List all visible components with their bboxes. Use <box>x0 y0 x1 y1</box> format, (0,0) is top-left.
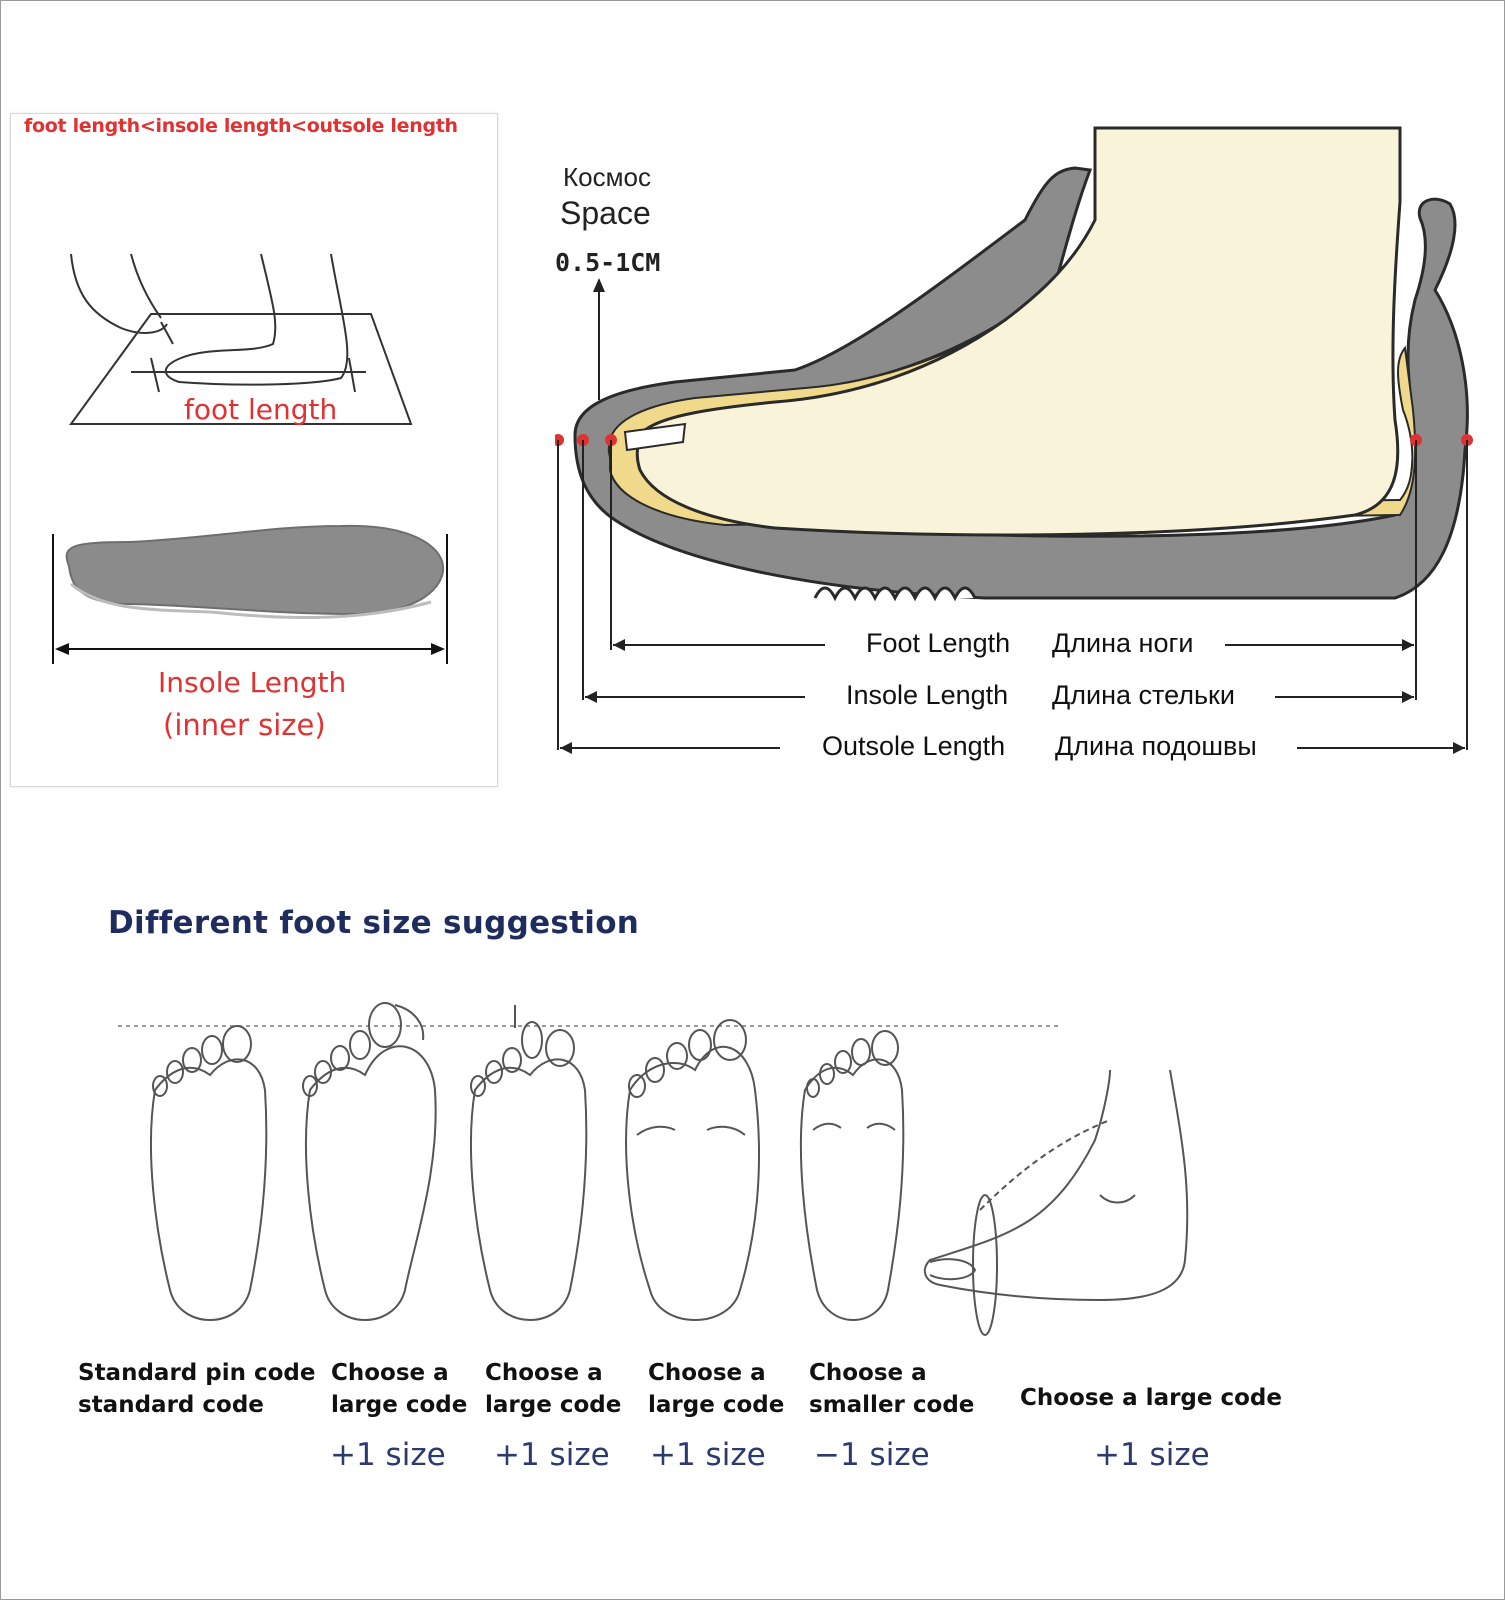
suggestion-title: Different foot size suggestion <box>108 905 640 941</box>
measuring-panel <box>10 113 498 787</box>
foot-long-big-toe <box>302 1002 437 1321</box>
caption-line2: large code <box>648 1392 785 1418</box>
caption-line2: smaller code <box>809 1392 975 1418</box>
foot-long-second-toe <box>469 1005 588 1321</box>
caption-line1: Choose a large code <box>1020 1385 1282 1411</box>
size-delta-2: +1 size <box>494 1437 610 1473</box>
toenail <box>623 422 687 452</box>
caption-line1: Standard pin code <box>78 1360 316 1386</box>
foot-wide <box>625 1019 761 1321</box>
caption-line1: Choose a <box>331 1360 449 1386</box>
space-label-en: Space <box>560 195 651 231</box>
foot-high-instep <box>923 1069 1189 1336</box>
caption-line2: large code <box>485 1392 622 1418</box>
caption-line1: Choose a <box>485 1360 603 1386</box>
caption-large-3: Choose a large code <box>648 1357 784 1421</box>
size-delta-1: +1 size <box>330 1437 446 1473</box>
outsole-front-point <box>555 434 564 446</box>
caption-smaller: Choose a smaller code <box>809 1357 974 1421</box>
length-rule-text: foot length<insole length<outsole length <box>24 115 458 137</box>
foot-standard <box>149 1025 268 1321</box>
size-delta-3: +1 size <box>650 1437 766 1473</box>
foot-outline <box>164 253 349 386</box>
caption-large-instep: Choose a large code <box>1020 1382 1282 1414</box>
foot-length-en: Foot Length <box>866 628 1011 658</box>
hand-pencil <box>70 253 174 345</box>
insole-shape <box>65 524 445 616</box>
shoe-cross-section <box>555 126 1473 754</box>
insole-inner-size-note: (inner size) <box>163 708 326 742</box>
caption-large-1: Choose a large code <box>331 1357 467 1421</box>
insole-length-en: Insole Length <box>846 680 1009 710</box>
outsole-length-en: Outsole Length <box>822 731 1006 761</box>
caption-line1: Choose a <box>809 1360 927 1386</box>
measuring-illustration <box>52 253 448 664</box>
outsole-length-ru: Длина подошвы <box>1055 731 1257 761</box>
paper-sheet <box>69 313 413 425</box>
foot-length-ru: Длина ноги <box>1052 628 1194 658</box>
feet-illustrations <box>118 1002 1189 1336</box>
caption-line2: large code <box>331 1392 468 1418</box>
size-delta-5: +1 size <box>1094 1437 1210 1473</box>
foot-shape <box>635 126 1402 537</box>
caption-line2: standard code <box>78 1392 264 1418</box>
space-range: 0.5-1CM <box>555 248 661 277</box>
insole-length-ru: Длина стельки <box>1052 680 1235 710</box>
caption-standard: Standard pin code standard code <box>78 1357 315 1421</box>
foot-narrow <box>799 1030 905 1321</box>
foot-length-label: foot length <box>184 393 338 426</box>
insole-length-label: Insole Length <box>158 666 347 699</box>
outsole-shell <box>573 166 1469 600</box>
size-delta-4: −1 size <box>814 1437 930 1473</box>
caption-large-2: Choose a large code <box>485 1357 621 1421</box>
caption-line1: Choose a <box>648 1360 766 1386</box>
space-label-ru: Космос <box>563 162 651 192</box>
